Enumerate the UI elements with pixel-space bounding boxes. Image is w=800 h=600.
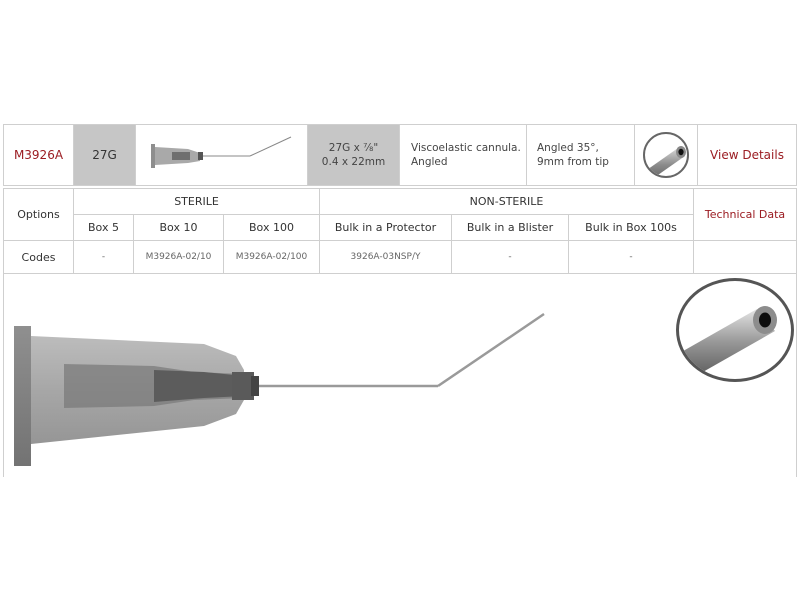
pack-box-5: Box 5 [73, 214, 134, 241]
pack-bulk-box-100s: Bulk in Box 100s [568, 214, 694, 241]
pack-bulk-protector: Bulk in a Protector [319, 214, 452, 241]
sterile-header: STERILE [73, 188, 320, 215]
cannula-thumbnail [136, 125, 308, 185]
product-size: 27G x ⅞" 0.4 x 22mm [308, 125, 400, 185]
options-label: Options [3, 188, 74, 241]
size-line-2: 0.4 x 22mm [321, 156, 386, 168]
pack-box-10: Box 10 [133, 214, 224, 241]
code-bulk-box-100s: - [568, 240, 694, 274]
tip-thumbnail-cell [635, 125, 698, 185]
product-code[interactable]: M3926A [4, 125, 74, 185]
cannula-tip-thumbnail-image [643, 132, 689, 178]
angled-cannula-large-image [14, 312, 545, 466]
product-angle: Angled 35°, 9mm from tip [527, 125, 635, 185]
technical-data-link[interactable]: Technical Data [693, 188, 797, 241]
product-description: Viscoelastic cannula. Angled [400, 125, 527, 185]
pack-bulk-blister: Bulk in a Blister [451, 214, 569, 241]
cannula-tip-large-closeup-image [676, 278, 794, 382]
description-line-1: Viscoelastic cannula. [411, 142, 521, 154]
angle-line-1: Angled 35°, [537, 142, 599, 154]
product-gauge: 27G [74, 125, 136, 185]
non-sterile-header: NON-STERILE [319, 188, 694, 215]
description-line-2: Angled [411, 156, 448, 168]
code-bulk-blister: - [451, 240, 569, 274]
product-row: M3926A 27G 27G x ⅞" 0.4 x 22mm Viscoelas… [3, 124, 797, 186]
product-image-panel [3, 274, 797, 477]
size-line-1: 27G x ⅞" [328, 142, 379, 154]
cannula-thumbnail-image [150, 136, 291, 168]
code-box-10: M3926A-02/10 [133, 240, 224, 274]
code-box-100: M3926A-02/100 [223, 240, 320, 274]
view-details-link[interactable]: View Details [710, 148, 784, 162]
packaging-table: Options STERILE NON-STERILE Technical Da… [3, 188, 797, 274]
code-technical-data [693, 240, 797, 274]
angle-line-2: 9mm from tip [537, 156, 609, 168]
code-bulk-protector: 3926A-03NSP/Y [319, 240, 452, 274]
pack-box-100: Box 100 [223, 214, 320, 241]
code-box-5: - [73, 240, 134, 274]
codes-label: Codes [3, 240, 74, 274]
